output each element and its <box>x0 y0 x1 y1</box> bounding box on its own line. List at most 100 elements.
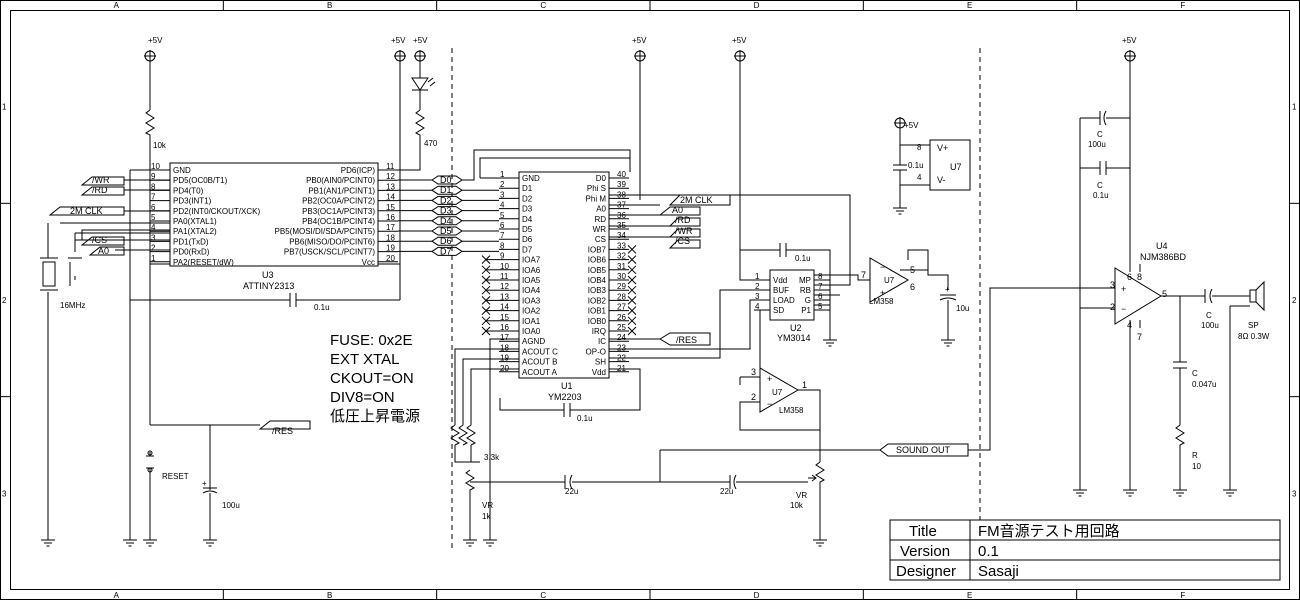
pin-number: 21 <box>617 364 626 373</box>
label-a0: A0 <box>98 246 109 256</box>
u4-part: NJM386BD <box>1140 252 1187 262</box>
u2-part: YM3014 <box>777 333 811 343</box>
pin-number: 12 <box>386 172 395 181</box>
svg-text:6: 6 <box>1127 272 1132 282</box>
bus-label: D1 <box>440 185 452 195</box>
frame-row-label: 2 <box>1292 296 1297 305</box>
pin-name: Vdd <box>773 276 787 285</box>
opamp1-part: LM358 <box>869 297 894 306</box>
c-zobel-value: 0.047u <box>1192 380 1216 389</box>
pin-name: G <box>805 296 811 305</box>
pin-number: 10 <box>151 162 160 171</box>
c-zobel-letter: C <box>1192 369 1198 378</box>
pin-name: IOA4 <box>522 286 541 295</box>
label-boxes <box>48 176 969 457</box>
title-label: Title <box>909 523 937 540</box>
label-res-u1: /RES <box>676 335 697 345</box>
c-22u-a: 22u <box>565 487 578 496</box>
frame-col-label: D <box>754 1 760 10</box>
svg-text:5: 5 <box>910 265 915 275</box>
wiring: + −+ + 56 7 +− <box>40 58 1265 540</box>
pin-number: 28 <box>617 292 626 301</box>
pin-number: 26 <box>617 313 626 322</box>
frame-col-label: B <box>327 1 332 10</box>
crystal-label: 16MHz <box>60 301 85 310</box>
pin-number: 6 <box>500 221 505 230</box>
pin-name: Vcc <box>362 258 375 267</box>
pin-number: 20 <box>500 364 509 373</box>
pin-number: 18 <box>500 343 509 352</box>
svg-text:−: − <box>880 262 885 272</box>
frame-col-label: E <box>967 591 972 600</box>
svg-text:+: + <box>767 374 772 384</box>
pin-name: PB1(AN1/PCINT1) <box>308 186 375 195</box>
pin-number: 19 <box>500 354 509 363</box>
pin-name: D0 <box>596 174 607 183</box>
svg-text:8: 8 <box>917 143 922 152</box>
inner-frame <box>10 10 1290 590</box>
c-out-letter: C <box>1206 311 1212 320</box>
pin-number: 24 <box>617 333 626 342</box>
pin-number: 4 <box>755 302 760 311</box>
pin-number: 16 <box>386 213 395 222</box>
pin-name: ACOUT A <box>522 368 558 377</box>
pin-name: IC <box>598 337 606 346</box>
u2-ref: U2 <box>790 323 802 333</box>
pin-number: 16 <box>500 323 509 332</box>
label-cs: /CS <box>92 235 107 245</box>
pin-name: PD0(RxD) <box>173 248 210 257</box>
pin-number: 13 <box>386 182 395 191</box>
svg-text:7: 7 <box>1137 332 1142 342</box>
pin-number: 27 <box>617 303 626 312</box>
pin-name: PD2(INT0/CKOUT/XCK) <box>173 207 260 216</box>
pin-number: 3 <box>151 233 156 242</box>
frame-col-label: F <box>1180 591 1185 600</box>
vcc-label: +5V <box>148 36 163 45</box>
pin-number: 23 <box>617 343 626 352</box>
pin-number: 32 <box>617 252 626 261</box>
u7-vplus: V+ <box>937 143 948 153</box>
pin-name: AGND <box>522 337 545 346</box>
pin-name: ACOUT C <box>522 347 558 356</box>
r-zobel-letter: R <box>1192 451 1198 460</box>
c-bypass-u3: 0.1u <box>314 303 330 312</box>
vcc-label: +5V <box>632 36 647 45</box>
pin-number: 13 <box>500 292 509 301</box>
pin-number: 25 <box>617 323 626 332</box>
frame-col-label: E <box>967 1 972 10</box>
pin-number: 2 <box>500 180 505 189</box>
vcc-label: +5V <box>391 36 406 45</box>
pin-name: A0 <box>596 205 606 214</box>
pin-name: RB <box>800 286 811 295</box>
pin-name: GND <box>522 174 540 183</box>
pin-number: 20 <box>386 254 395 263</box>
frame-row-label: 1 <box>2 103 7 112</box>
svg-text:4: 4 <box>1127 320 1132 330</box>
vcc-label: +5V <box>732 36 747 45</box>
pin-name: PA1(XTAL2) <box>173 227 217 236</box>
pin-name: IOB4 <box>588 276 607 285</box>
svg-text:3: 3 <box>1110 280 1115 290</box>
pin-name: IOB0 <box>588 317 607 326</box>
opamp1-ref: U7 <box>884 276 895 285</box>
pin-name: PB0(AIN0/PCINT0) <box>306 176 375 185</box>
pin-number: 9 <box>500 252 505 261</box>
fuse-line: FUSE: 0x2E <box>330 332 413 349</box>
pin-name: P1 <box>801 306 811 315</box>
pin-number: 14 <box>386 193 395 202</box>
pin-name: OP-O <box>586 347 606 356</box>
svg-text:6: 6 <box>910 282 915 292</box>
vr1-name: VR <box>482 501 493 510</box>
reset-label: RESET <box>162 472 189 481</box>
designer-label: Designer <box>896 563 956 580</box>
pin-number: 1 <box>151 254 156 263</box>
fuse-notes: FUSE: 0x2E EXT XTAL CKOUT=ON DIV8=ON 低圧上… <box>330 332 420 425</box>
svg-text:−: − <box>767 399 772 409</box>
pin-number: 2 <box>151 244 156 253</box>
pin-name: D3 <box>522 205 533 214</box>
pin-number: 5 <box>151 213 156 222</box>
pin-name: SD <box>773 306 784 315</box>
pin-number: 8 <box>818 272 823 281</box>
